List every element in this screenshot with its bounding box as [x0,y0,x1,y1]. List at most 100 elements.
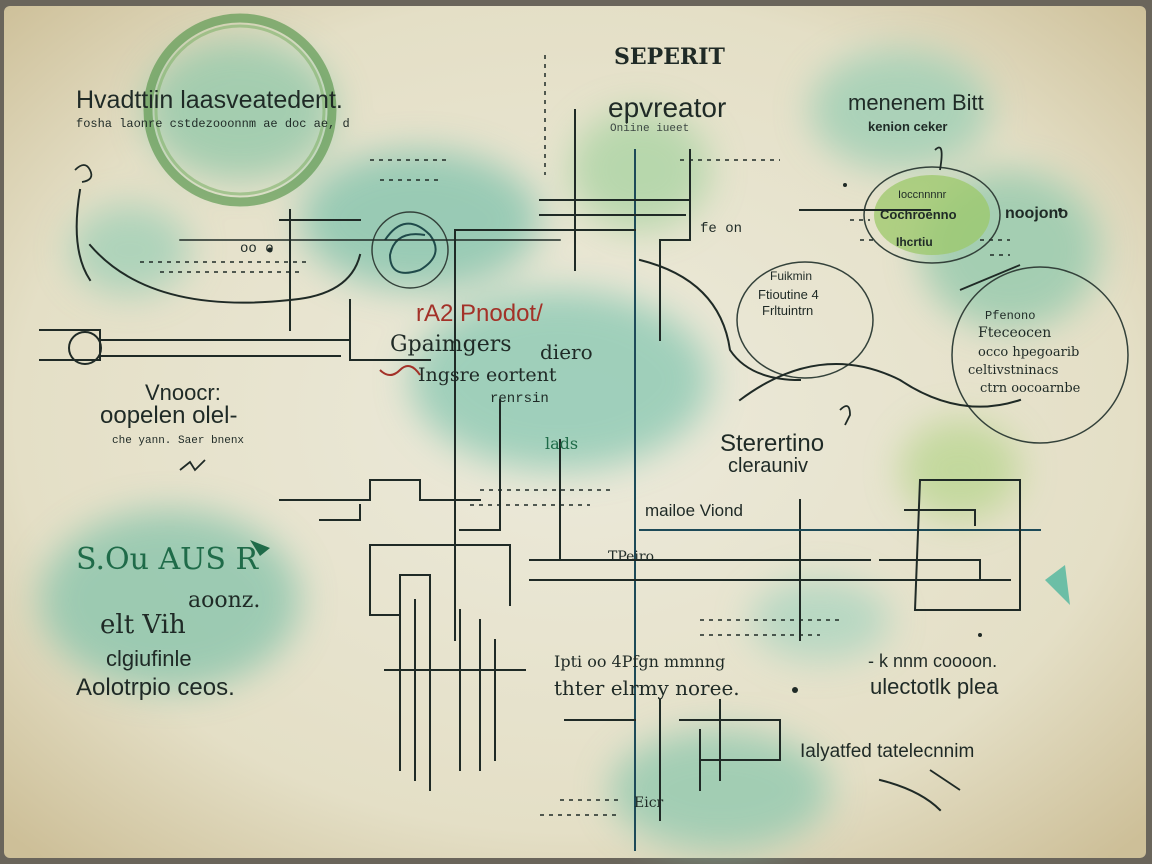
dash-h-3 [370,159,450,181]
bottom-right-label-2: ulectotlk plea [870,674,999,699]
dash-h-4 [850,219,875,241]
right-mid-label-2: clerauniv [728,455,809,477]
center-label-2: diero [540,340,593,364]
center-label-5: lads [545,434,579,453]
right-swoop [738,363,1022,408]
dot-2 [843,183,847,187]
hatch-line [959,264,1021,291]
dots [267,183,1062,693]
dot-4 [978,633,982,637]
left-mid-label-2: oopelen olel- [100,402,238,429]
wash-right-mid [900,420,1020,520]
bracket-b [349,299,431,361]
lower-left-step [279,479,481,501]
right-subtitle: kenion ceker [868,119,948,134]
lower-center-box-top [369,544,511,606]
dot-1 [267,247,273,253]
left-subtitle: fosha laonre cstdezooonnm ae doc ae, d [76,117,350,131]
ring-label-2: Cochroenno [880,207,957,222]
left-double-rail [99,339,351,357]
bottom-left-label-2: aoonz. [188,588,261,613]
bottom-right-label-3: Ialyatfed tatelecnnim [800,741,975,762]
center-right-circle [736,261,874,379]
wash-bottom-left [40,510,300,690]
bottom-left-label-4: clgiufinle [106,646,192,671]
center-mid-drop [459,399,501,531]
lower-left-hook [319,504,361,521]
left-arc-large [88,243,362,304]
small-box-label: TPeiro [608,549,655,565]
bottom-left-verticals-2 [479,619,496,771]
right-box-inner [904,509,976,526]
wiring [39,109,1041,851]
green-fill-ellipse [874,175,990,255]
top-title: SEPERIT [614,44,725,70]
squiggle-2 [179,459,206,472]
red-label: rA2 Pnodot/ [416,300,543,327]
bottom-center-label-2: thter elrmy noree. [554,676,740,700]
green-flag [250,540,270,556]
left-arc-small [75,188,92,282]
center-label-1: Gpaimgers [390,332,512,357]
lower-center-box [369,544,431,616]
bottom-center-label-1: Ipti oo 4Pfgn mmnng [554,652,726,671]
dash-h-7 [540,799,620,816]
dot-3 [1058,208,1062,212]
left-bracket [39,329,101,361]
right-large-circle [951,266,1129,444]
circle-label-1: Fuikmin [770,269,813,283]
hook-mark [839,405,851,426]
left-title: Hvadttiin laasveatedent. [76,86,343,114]
squiggles [74,146,1021,791]
large-green-ring [143,13,337,207]
dash-h-5 [470,489,610,506]
wash-left [70,205,190,295]
dash-h-9 [980,239,1010,256]
teal-triangle [1045,565,1070,605]
center-label-4: renrsin [490,391,549,407]
right-title: menenem Bitt [848,90,984,115]
bottom-center-bracket [659,699,781,821]
right-circle-label-3: occo hpegoarib [978,345,1080,360]
bottom-left-label-5: Aolotrpio ceos. [76,674,235,701]
label-noojono: noojono [1005,205,1069,222]
dash-h-6 [700,619,840,636]
right-mid-label-1: Sterertino [720,430,825,457]
box-label: mailoe Viond [645,501,743,520]
center-subtitle: Oniine iueet [610,123,690,135]
left-mid-label-1: Vnoocr: [145,380,221,405]
right-circle-label-5: ctrn oocoarnbe [980,381,1081,396]
red-squiggle [379,365,421,376]
center-title: epvreator [608,92,727,123]
bottom-left-verticals [399,589,461,791]
right-top-ellipse [863,166,1001,264]
right-box-link [879,559,981,581]
dot-5 [792,687,798,693]
scribble-circle [371,211,449,289]
wash-top-left [145,40,335,180]
squiggle-3 [934,146,943,171]
bottom-left-label-3: elt Vih [100,610,186,640]
wash-top-right [810,50,990,170]
label-ooo: oo o [240,241,274,257]
bottom-right-curve [878,778,942,812]
bracket-a [279,209,361,331]
trunk-right-branch [659,149,691,341]
right-circle-label-2: Fteceocen [978,325,1052,341]
right-box [913,479,1021,611]
label-fron: fe on [700,221,743,237]
ring-label-3: Ihcrtiu [896,235,933,249]
center-right-curve [638,258,802,382]
arrow-line [929,769,961,791]
ring-label-1: Ioccnnnnr [898,189,947,201]
circle-label-2: Ftioutine 4 [758,287,819,302]
center-mid-drop-2 [559,439,611,561]
squiggle-1 [74,164,93,183]
trunk-crossbars [539,199,691,216]
dashed-lines [140,55,1010,816]
circles [143,13,1129,444]
circle-label-3: Frltuintrn [762,303,814,318]
bottom-left-label-1: S.Ou AUS R [76,542,259,577]
